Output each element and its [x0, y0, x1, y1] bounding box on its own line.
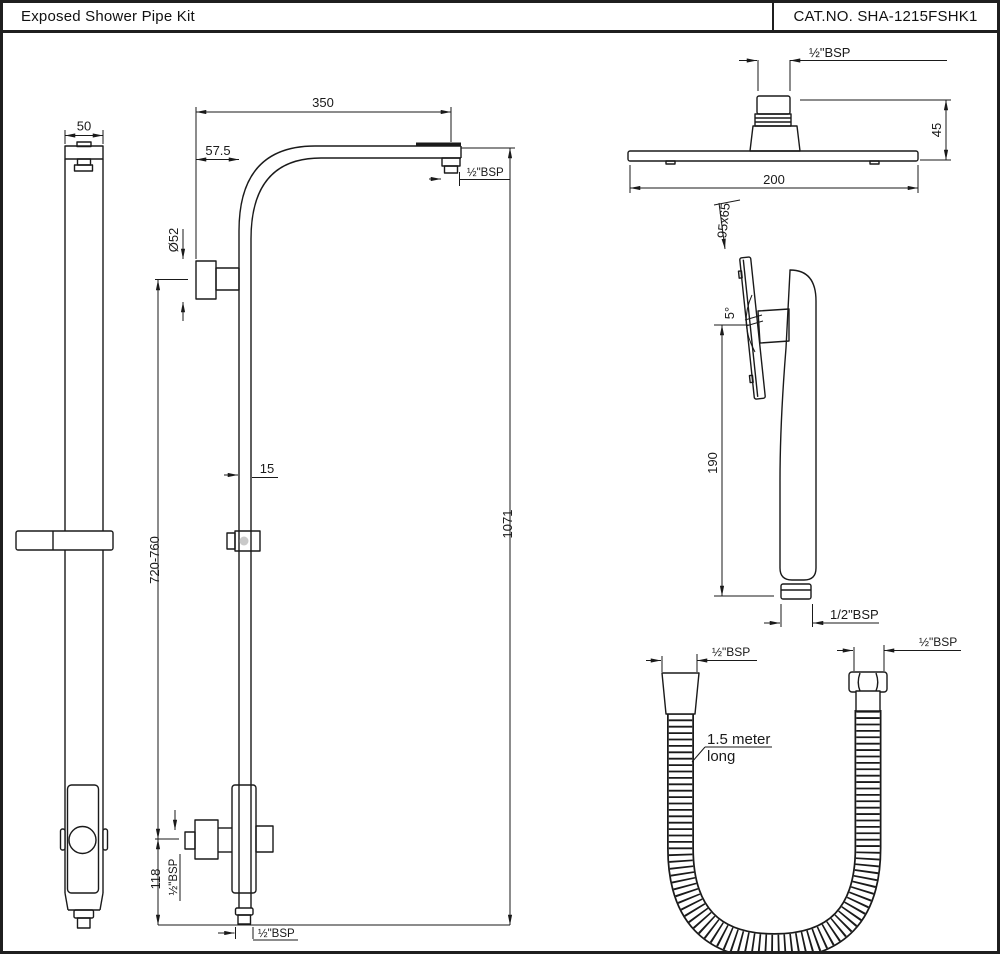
tilt-angle-callout: 5°: [722, 294, 764, 353]
product-title: Exposed Shower Pipe Kit: [21, 8, 195, 25]
slider-range-label: 720-760: [147, 536, 162, 584]
hose-right-thread-callout: ½"BSP: [837, 635, 961, 671]
hand-thread-label: 1/2"BSP: [830, 607, 879, 622]
head-width-label: 200: [763, 172, 785, 187]
face-size-label: 95x65: [714, 202, 733, 239]
hand-thread-callout: 1/2"BSP: [764, 604, 879, 627]
handle-length-label: 190: [705, 452, 720, 474]
head-height-label: 45: [929, 123, 944, 137]
hose-length-note-line2: long: [707, 748, 735, 765]
slider-bracket: [234, 530, 261, 552]
hose-right-collar: [855, 690, 881, 712]
head-width-dimension: 200: [629, 165, 919, 193]
diverter-knob: [194, 819, 219, 860]
hose-left-cone-fitting: [661, 672, 700, 715]
pipe-outer-contour: [238, 145, 461, 908]
arm-outlet-thread-callout: ½"BSP: [429, 167, 510, 186]
head-right-nub: [869, 160, 880, 165]
overall-height-dimension: 1071: [461, 147, 515, 926]
slider-range-dimension: 720-760: [147, 279, 188, 840]
catalog-number: CAT.NO. SHA-1215FSHK1: [772, 3, 997, 30]
rail-top-fitting-lower: [73, 164, 94, 172]
flange-diameter-label: Ø52: [166, 228, 181, 253]
rail-top-fitting-upper: [76, 158, 92, 166]
bottom-outlet-nipple: [237, 914, 252, 925]
hose-right-hex-nut: [848, 671, 888, 693]
hand-shower-handle: [779, 269, 817, 581]
hose-length-note-line1: 1.5 meter: [707, 731, 770, 748]
title-block: Exposed Shower Pipe Kit CAT.NO. SHA-1215…: [3, 3, 997, 33]
diverter-right-block: [255, 825, 274, 853]
pipe-thickness-label: 15: [260, 461, 274, 476]
hose-right-thread-label: ½"BSP: [919, 635, 957, 649]
arm-outlet-nut: [441, 157, 461, 167]
bottom-outlet-rim: [234, 907, 254, 916]
drawing-area: 50: [3, 33, 997, 951]
slider-bracket-side: [15, 530, 114, 551]
hand-shower-inlet-nut: [780, 583, 812, 600]
diverter-thread-callout: ½"BSP: [168, 810, 181, 901]
rail-outlet-rim: [73, 909, 95, 919]
hose-left-thread-callout: ½"BSP: [646, 645, 757, 672]
diverter-plate-front: [66, 784, 100, 894]
diverter-thread-label: ½"BSP: [168, 858, 180, 895]
arm-length-dimension: 350: [195, 95, 452, 259]
shower-head-plate: [627, 150, 919, 162]
head-left-nub: [665, 160, 676, 165]
head-stem-base: [749, 125, 801, 152]
handle-length-dimension: 190: [705, 324, 774, 597]
head-thread-label: ½"BSP: [809, 45, 850, 60]
rail-right-bump: [102, 828, 109, 851]
rail-side-view: 50: [15, 119, 114, 929]
head-stem-collar: [754, 113, 792, 127]
hose-view: ½"BSP ½"BSP 1.5 meter long: [646, 635, 961, 951]
diverter-outlet-dimension: 118: [148, 838, 179, 926]
wall-flange: [195, 260, 217, 300]
rail-outlet-nipple: [76, 917, 91, 929]
shower-pipe-front-view: 350 57.5 Ø52 15 720-760: [147, 95, 515, 941]
rail-top-cap: [64, 145, 104, 160]
rail-width-dimension: 50: [64, 119, 104, 144]
head-thread-callout: ½"BSP: [739, 45, 947, 91]
pipe-inner-contour: [250, 157, 461, 908]
diverter-knob-front: [68, 825, 97, 855]
arm-outlet-nipple: [443, 165, 459, 174]
diverter-back-plate: [231, 784, 257, 894]
overall-height-label: 1071: [500, 510, 515, 539]
wall-bracket-arm: [215, 267, 240, 291]
arm-outlet-thread-label: ½"BSP: [467, 167, 504, 179]
hand-shower-pivot: [757, 308, 790, 344]
slider-end-cap: [226, 532, 236, 550]
flange-diameter-dimension: Ø52: [166, 228, 186, 321]
hose-left-thread-label: ½"BSP: [712, 645, 750, 659]
arm-top-flange: [416, 142, 461, 147]
head-inlet-nut: [756, 95, 791, 115]
hose-body: [667, 710, 882, 951]
diverter-outlet-label: 118: [148, 869, 163, 890]
hand-shower-face-plate: [737, 256, 766, 400]
tilt-angle-label: 5°: [722, 307, 737, 319]
face-size-callout: 95x65: [713, 199, 741, 250]
slider-button: [239, 536, 249, 546]
technical-drawing-canvas: 50: [15, 45, 961, 951]
arm-length-label: 350: [312, 95, 334, 110]
bottom-outlet-thread-callout: ½"BSP: [218, 927, 298, 941]
rail-left-bump: [59, 828, 66, 851]
arm-offset-dimension: 57.5: [195, 143, 240, 162]
pipe-thickness-dimension: 15: [224, 461, 278, 478]
hand-shower-view: 95x65 5° 190 1/2"BSP: [705, 199, 879, 627]
hose-length-note: 1.5 meter long: [691, 731, 772, 765]
diverter-inlet-nub: [184, 831, 196, 850]
arm-offset-label: 57.5: [205, 143, 230, 158]
rail-width-label: 50: [77, 119, 91, 134]
head-height-dimension: 45: [800, 99, 951, 161]
overhead-shower-view: ½"BSP 45 200: [627, 45, 951, 193]
bottom-outlet-thread-label: ½"BSP: [258, 928, 295, 940]
